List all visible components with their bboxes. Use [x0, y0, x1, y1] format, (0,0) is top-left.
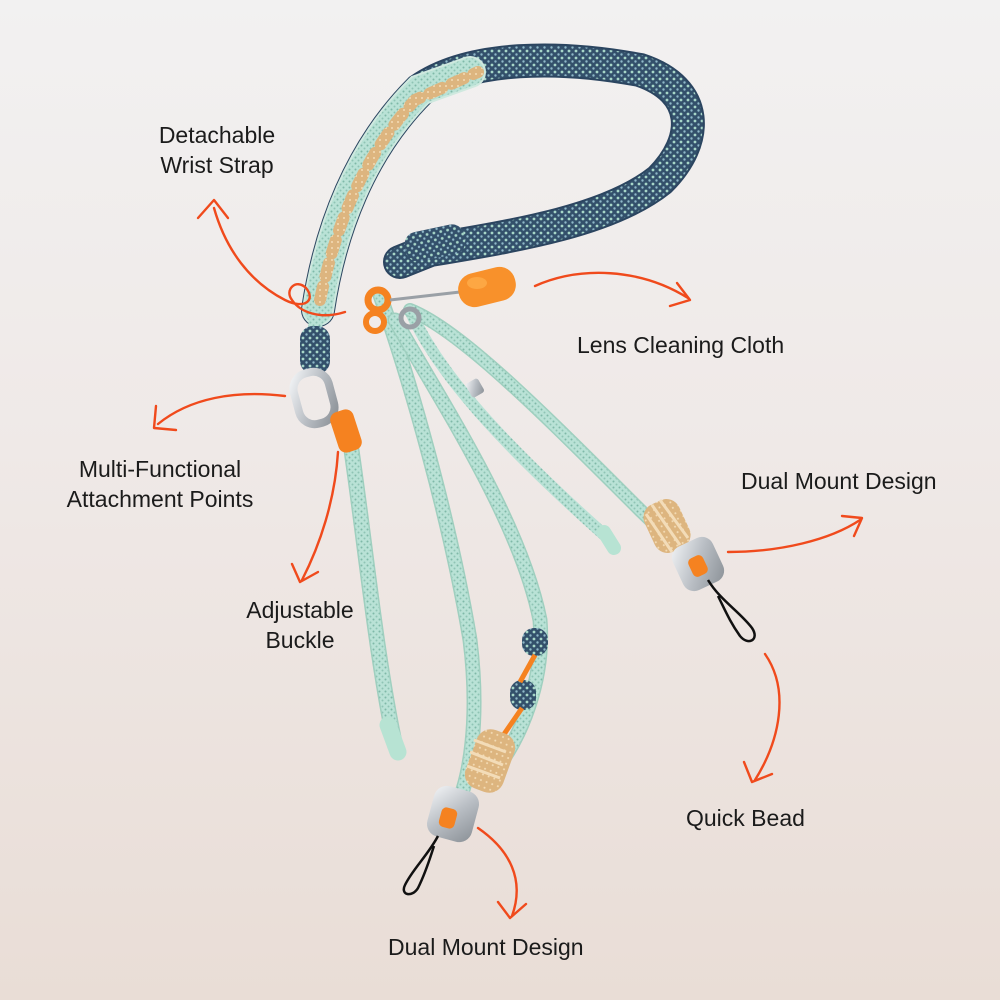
curved-arrow-lens-cloth-icon [533, 271, 690, 300]
callout-line: Detachable [158, 122, 276, 148]
callout-line: Attachment Points [66, 486, 254, 512]
adjustable-buckle [330, 409, 362, 453]
callout-dual-mount-design-bottom: Dual Mount Design [388, 932, 584, 962]
callout-line: Dual Mount Design [741, 468, 937, 494]
callout-line: Quick Bead [686, 805, 805, 831]
braided-neck-loop [301, 43, 705, 327]
curved-arrow-adjustable-buckle-icon [300, 450, 340, 582]
curved-arrow-dual-mount-right-icon [726, 518, 862, 554]
lens-cleaning-cloth-pouch [458, 266, 516, 308]
callout-line: Dual Mount Design [388, 934, 584, 960]
callout-line: Multi-Functional [78, 456, 242, 482]
carabiner-hook [289, 367, 339, 429]
bottom-mount [402, 729, 516, 896]
callout-quick-bead: Quick Bead [686, 803, 805, 833]
callout-detachable-wrist-strap: Detachable Wrist Strap [122, 120, 312, 180]
curved-arrow-dual-mount-bottom-icon [476, 826, 518, 918]
callout-line: Lens Cleaning Cloth [577, 332, 785, 358]
callout-line: Buckle [265, 627, 335, 653]
curved-arrow-wrist-strap-icon [212, 206, 347, 317]
annotation-arrows [152, 198, 864, 920]
attachment-rings [363, 286, 461, 334]
curved-arrow-attachment-points-icon [156, 392, 287, 426]
callout-lens-cleaning-cloth: Lens Cleaning Cloth [577, 330, 784, 360]
callout-line: Wrist Strap [160, 152, 274, 178]
curved-arrow-quick-bead-icon [753, 652, 781, 782]
callout-adjustable-buckle: Adjustable Buckle [215, 595, 385, 655]
right-mount [643, 499, 756, 643]
quick-beads [497, 628, 548, 742]
callout-multi-functional-attachment-points: Multi-Functional Attachment Points [40, 454, 280, 514]
callout-dual-mount-design-right: Dual Mount Design [741, 466, 937, 496]
callout-line: Adjustable [246, 597, 354, 623]
